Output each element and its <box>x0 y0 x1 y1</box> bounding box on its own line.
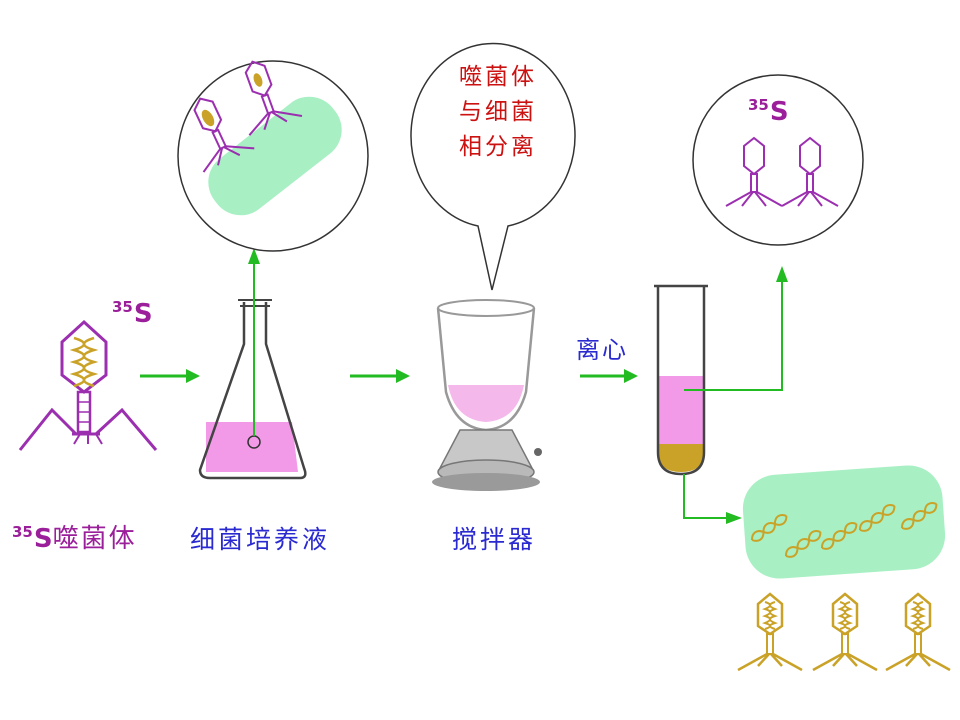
bubble-line-1: 噬菌体 <box>459 64 537 90</box>
infection-zoom-circle <box>173 51 369 252</box>
isotope-label-phage: 35S <box>112 298 153 329</box>
centrifuge-label: 离心 <box>576 336 628 364</box>
bubble-line-3: 相分离 <box>459 134 537 160</box>
isotope-label-supernatant: 35S <box>748 96 789 127</box>
arrow-to-zoom-infection <box>248 248 260 436</box>
bubble-line-2: 与细菌 <box>459 99 537 125</box>
supernatant-zoom-circle <box>692 74 864 246</box>
blender-caption: 搅拌器 <box>452 525 537 554</box>
arrow-pellet <box>683 474 742 524</box>
arrow-to-blender <box>350 369 410 383</box>
culture-flask-icon <box>198 299 307 480</box>
culture-caption: 细菌培养液 <box>190 525 331 554</box>
blender-icon <box>432 299 542 491</box>
bubble-caption: 噬菌体 与细菌 相分离 <box>446 60 550 165</box>
centrifuge-tube-icon <box>654 284 708 476</box>
bacterium-pellet-icon <box>742 465 946 579</box>
speech-bubble <box>410 42 576 291</box>
arrow-supernatant <box>684 266 788 391</box>
progeny-phages-icon <box>736 592 952 672</box>
arrow-to-culture <box>140 369 200 383</box>
phage-caption: 35S噬菌体 <box>12 523 137 554</box>
labeled-phage-icon <box>18 319 158 451</box>
arrow-to-centrifuge <box>580 369 638 383</box>
